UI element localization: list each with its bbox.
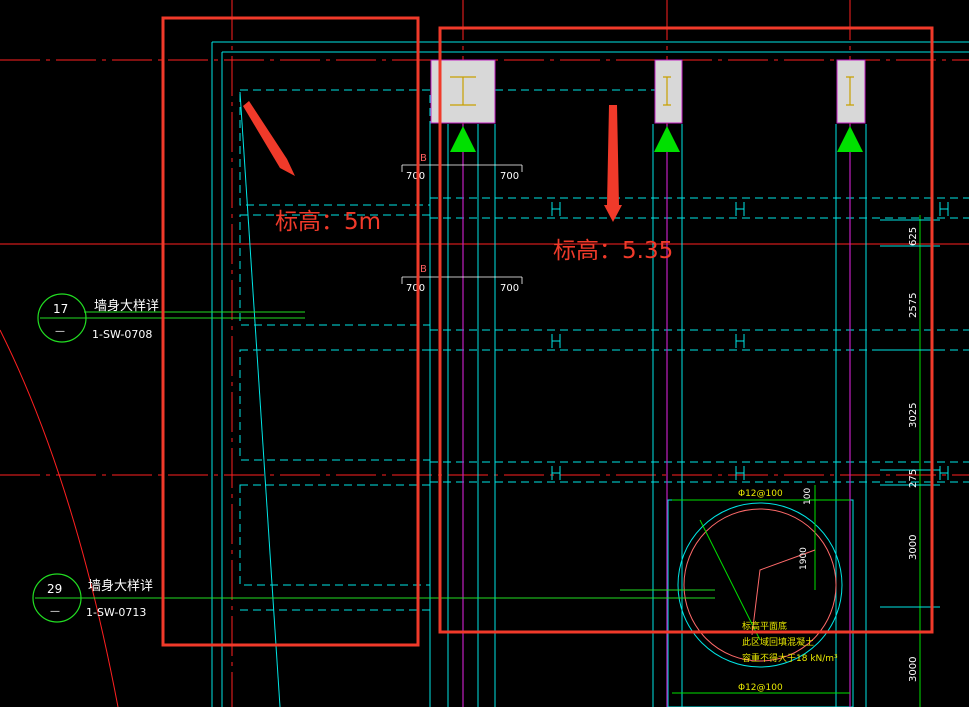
dim-2575: 2575 (908, 293, 919, 318)
section-ref-29-sub: — (50, 606, 60, 617)
section-ref-17-code: 1-SW-0708 (92, 328, 152, 341)
highlight-box-left (161, 16, 420, 647)
beam-size-labels: B 700 700 B 700 700 (401, 153, 523, 294)
column-2[interactable] (654, 59, 683, 124)
columns (430, 59, 866, 152)
beam-outlines (211, 41, 969, 707)
arrow-right-icon (604, 105, 622, 222)
pit-rebar-top: Φ12@100 (738, 489, 783, 499)
section-ref-29[interactable]: 29 — 墙身大样详 1-SW-0713 (32, 573, 715, 623)
dim-625: 625 (908, 227, 919, 246)
beam-dim-right-mid: 700 (500, 283, 519, 294)
elevation-label-right: 标高：5.35 (553, 238, 673, 264)
beam-dim-left-mid: 700 (406, 283, 425, 294)
dim-3000-b: 3000 (908, 657, 919, 682)
beam-mark-top: B (420, 153, 427, 164)
pit-note-3: 容重不得大于18 kN/m³ (742, 652, 838, 664)
beam-dim-left-top: 700 (406, 171, 425, 182)
elevation-label-left: 标高：5m (275, 209, 381, 235)
pit-note-2: 此区域回填混凝土 (742, 636, 814, 648)
pit-note-1: 标高平面底 (742, 620, 787, 632)
dim-275: 275 (908, 469, 919, 488)
arrow-left-icon (243, 101, 295, 176)
pit-rebar-bottom: Φ12@100 (738, 683, 783, 693)
column-1-marker-icon (450, 126, 476, 152)
section-ref-29-number: 29 (47, 582, 62, 596)
section-ref-17-title: 墙身大样详 (94, 298, 159, 314)
annotation-overlay: 标高：5m 标高：5.35 (161, 16, 934, 647)
section-ref-17-number: 17 (53, 302, 68, 316)
section-ref-29-code: 1-SW-0713 (86, 606, 146, 619)
section-ref-17[interactable]: 17 — 墙身大样详 1-SW-0708 (37, 293, 305, 343)
highlight-box-right (438, 26, 934, 634)
column-3[interactable] (836, 59, 866, 124)
section-ref-17-sub: — (55, 326, 65, 337)
beam-mark-mid: B (420, 264, 427, 275)
pit-radius-dim: 1900 (799, 547, 809, 570)
pit-detail: Φ12@100 Φ12@100 100 1900 标高平面底 此区域回填混凝土 … (672, 485, 850, 694)
column-centerlines (462, 124, 851, 707)
pit-dim-100: 100 (803, 488, 813, 505)
column-3-marker-icon (837, 126, 863, 152)
dim-3025: 3025 (908, 403, 919, 428)
column-2-marker-icon (654, 126, 680, 152)
dim-3000-a: 3000 (908, 535, 919, 560)
dimension-chain: 625 2575 3025 275 3000 3000 (880, 215, 940, 707)
section-ref-29-title: 墙身大样详 (88, 578, 153, 594)
beam-dim-right-top: 700 (500, 171, 519, 182)
